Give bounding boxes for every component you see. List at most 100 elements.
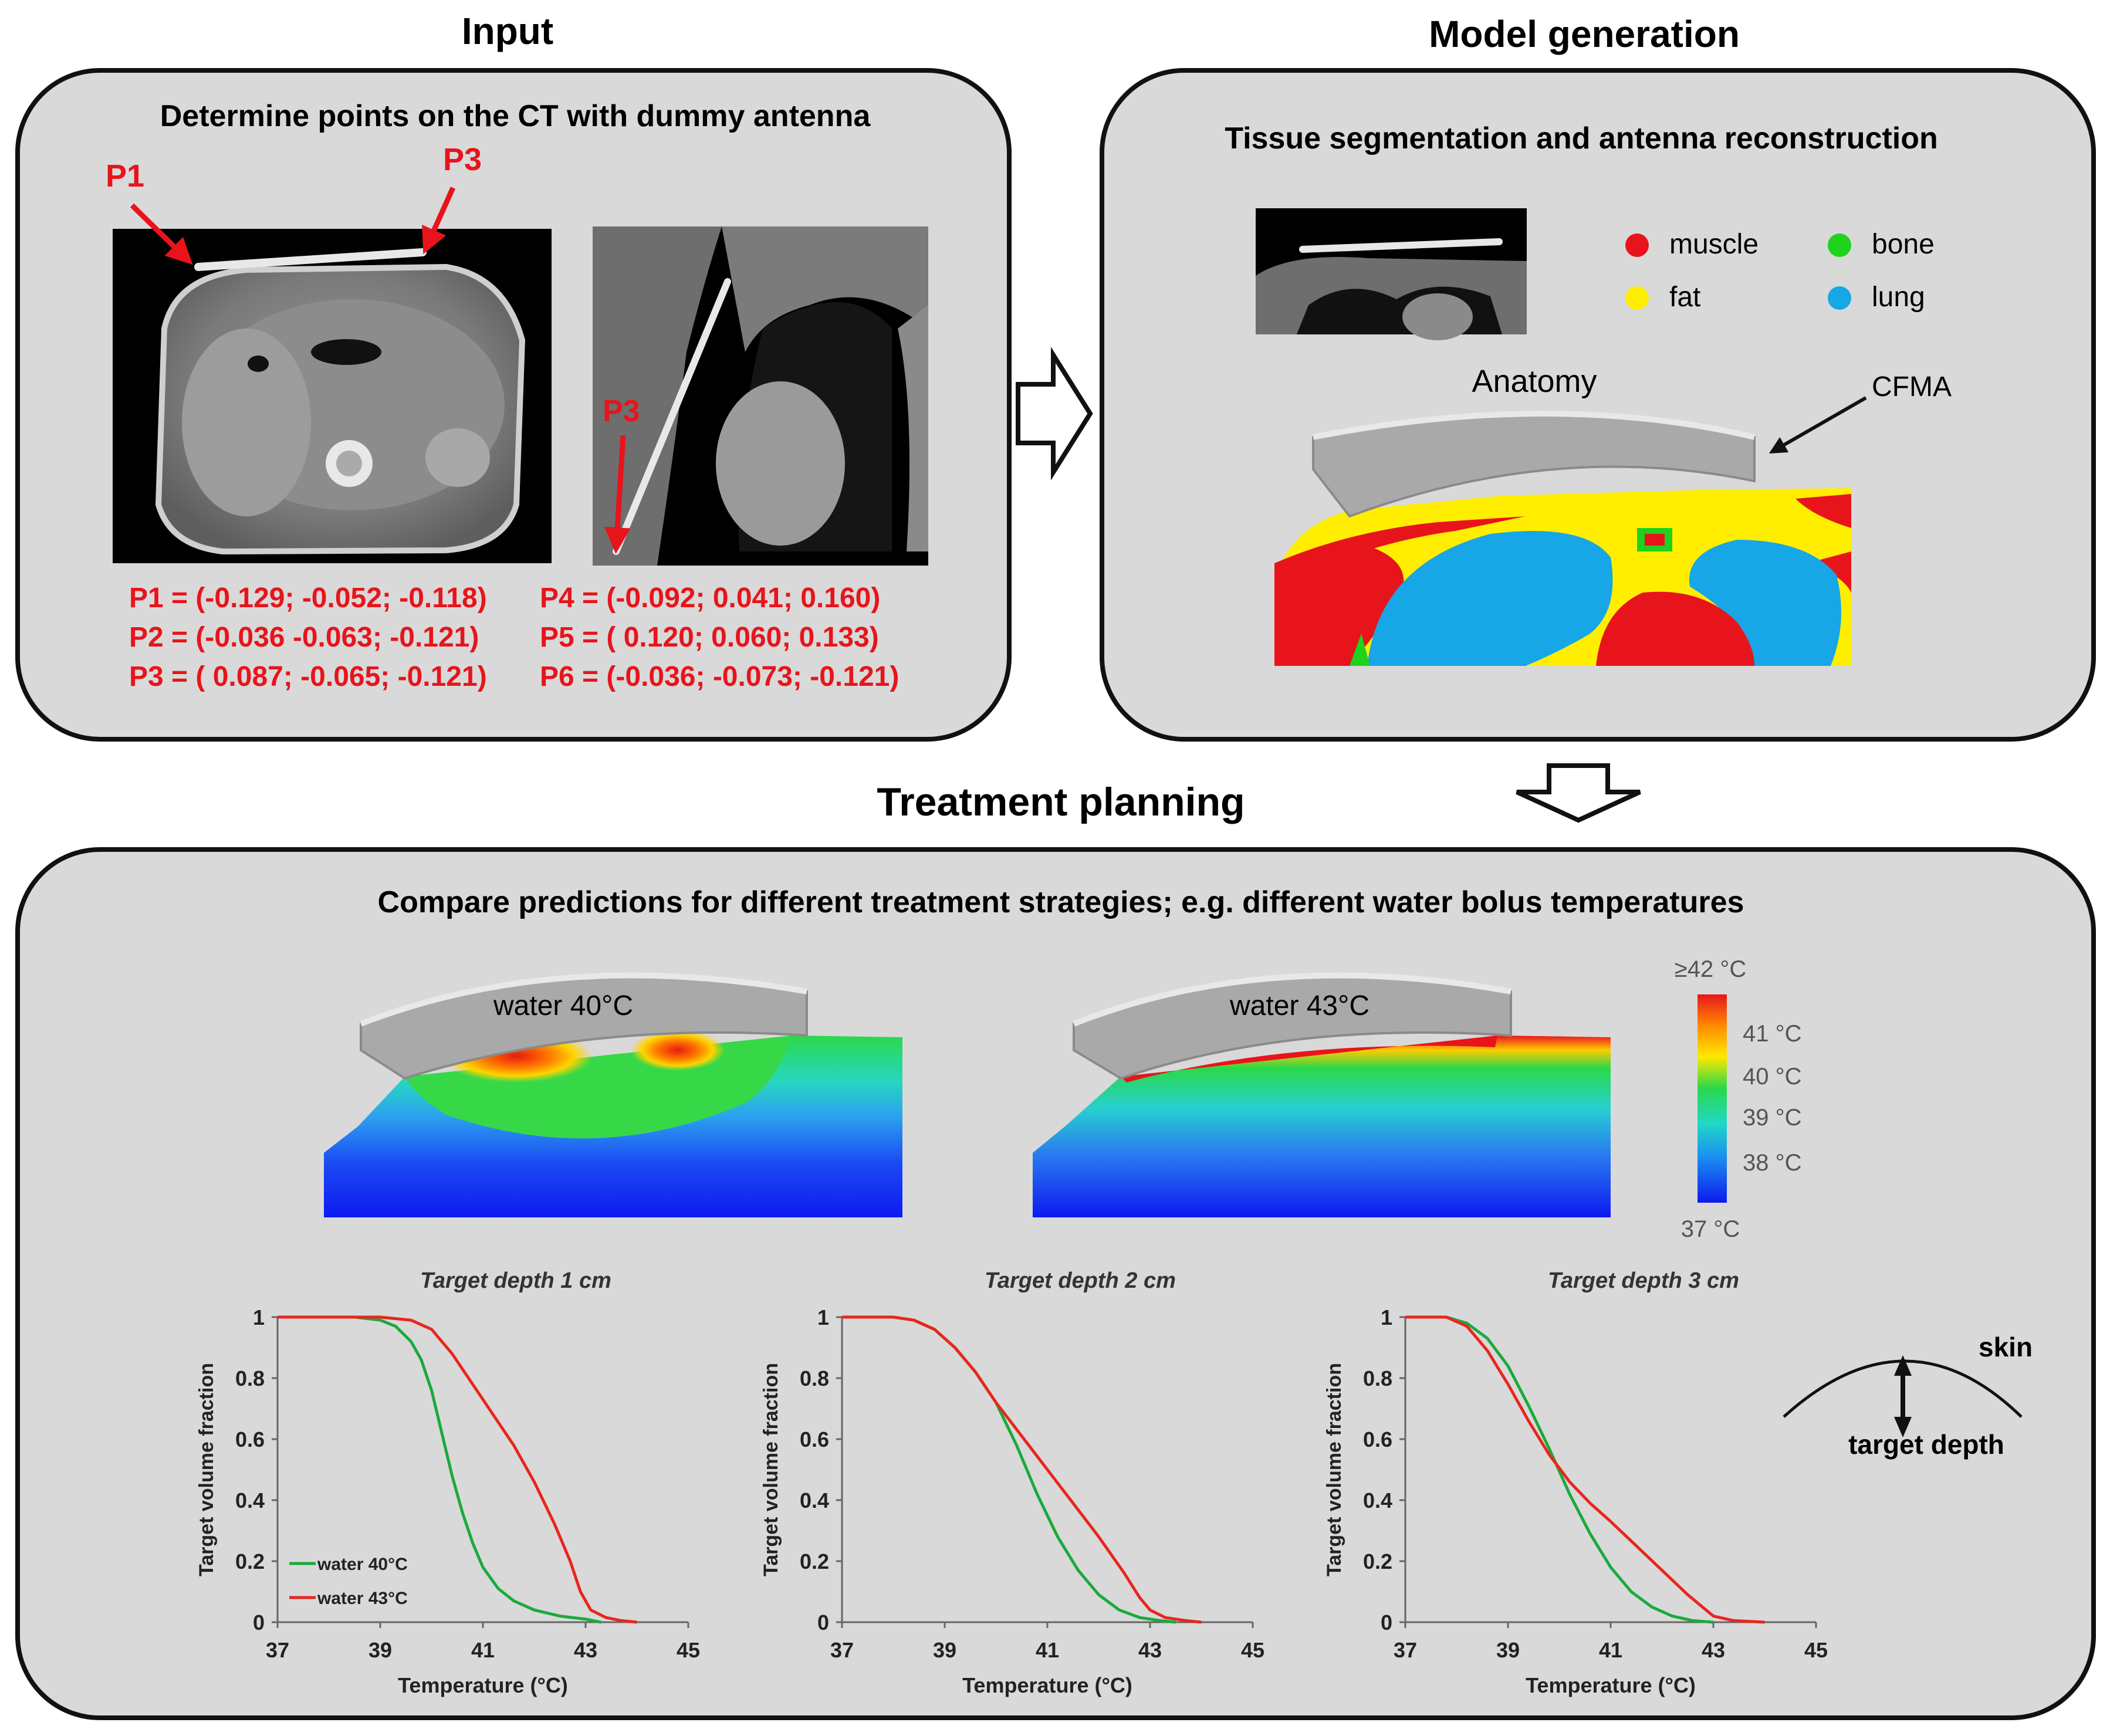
legend-entry: water 40°C xyxy=(317,1555,408,1574)
target-depth-inset xyxy=(1783,1355,2023,1437)
series-line xyxy=(278,1315,637,1624)
series-line xyxy=(842,1315,1202,1624)
point-p4: P4 = (-0.092; 0.041; 0.160) xyxy=(540,583,880,614)
y-tick-label: 0.4 xyxy=(800,1488,829,1512)
series-line xyxy=(1405,1315,1765,1624)
input-subtitle: Determine points on the CT with dummy an… xyxy=(160,99,871,133)
legend-lung-swatch xyxy=(1828,286,1851,310)
x-tick-label: 41 xyxy=(1599,1638,1622,1662)
panel-label-43: water 43°C xyxy=(1229,990,1370,1021)
marker-p1: P1 xyxy=(106,158,144,194)
inset-target-label: target depth xyxy=(1848,1429,2004,1460)
y-tick-label: 0.4 xyxy=(235,1488,265,1512)
x-tick-label: 39 xyxy=(1496,1638,1520,1662)
x-tick-label: 37 xyxy=(266,1638,289,1662)
y-axis-label: Target volume fraction xyxy=(1323,1363,1345,1576)
colorbar-tick-37: 37 °C xyxy=(1681,1216,1740,1242)
heatmap-water-40 xyxy=(324,972,902,1217)
legend-fat-swatch xyxy=(1625,286,1649,310)
x-tick-label: 41 xyxy=(1036,1638,1059,1662)
x-tick-label: 37 xyxy=(1394,1638,1417,1662)
ct-thumbnail xyxy=(1256,208,1527,340)
chart-depth-1cm: Target depth 1 cm 0 0.2 0.4 0.6 0.8 1 37 39 41 43 4… xyxy=(195,1268,700,1697)
anatomy-label: Anatomy xyxy=(1472,364,1597,399)
chart-title: Target depth 1 cm xyxy=(420,1268,611,1293)
heatmap-water-43 xyxy=(1033,972,1611,1217)
y-tick-label: 1 xyxy=(817,1305,829,1329)
y-tick-label: 0.2 xyxy=(1363,1549,1392,1573)
x-tick-label: 45 xyxy=(1241,1638,1264,1662)
y-axis-label: Target volume fraction xyxy=(760,1363,782,1576)
x-tick-label: 43 xyxy=(1138,1638,1162,1662)
y-axis-label: Target volume fraction xyxy=(195,1363,218,1576)
colorbar-tick-39: 39 °C xyxy=(1743,1105,1802,1131)
legend-bone-swatch xyxy=(1828,234,1851,257)
input-heading: Input xyxy=(462,10,553,52)
y-tick-label: 0.8 xyxy=(1363,1366,1392,1390)
point-p6: P6 = (-0.036; -0.073; -0.121) xyxy=(540,661,899,692)
x-tick-label: 39 xyxy=(368,1638,392,1662)
point-p5: P5 = ( 0.120; 0.060; 0.133) xyxy=(540,622,879,653)
treatment-subtitle: Compare predictions for different treatm… xyxy=(378,885,1744,919)
colorbar-tick-40: 40 °C xyxy=(1743,1064,1802,1089)
marker-p3-axial: P3 xyxy=(443,142,482,177)
x-tick-label: 45 xyxy=(1804,1638,1828,1662)
model-subtitle: Tissue segmentation and antenna reconstr… xyxy=(1225,121,1938,155)
flow-arrow-down xyxy=(1516,763,1641,823)
y-tick-label: 0 xyxy=(253,1610,265,1635)
legend-muscle: muscle xyxy=(1669,229,1759,260)
legend-muscle-swatch xyxy=(1625,234,1649,257)
arrow-p3-sagittal xyxy=(604,435,631,554)
series-line xyxy=(1405,1315,1714,1624)
cfma-arrow xyxy=(1769,396,1867,454)
x-axis-label: Temperature (°C) xyxy=(962,1673,1132,1697)
y-tick-label: 0.8 xyxy=(800,1366,829,1390)
y-tick-label: 0.4 xyxy=(1363,1488,1392,1512)
x-tick-label: 41 xyxy=(471,1638,495,1662)
x-tick-label: 39 xyxy=(933,1638,956,1662)
cfma-label: CFMA xyxy=(1872,371,1952,402)
panel-label-40: water 40°C xyxy=(493,990,633,1021)
chart-title: Target depth 3 cm xyxy=(1548,1268,1739,1293)
colorbar-tick-38: 38 °C xyxy=(1743,1150,1802,1176)
y-tick-label: 1 xyxy=(1381,1305,1392,1329)
legend-bone: bone xyxy=(1872,229,1935,260)
point-p3: P3 = ( 0.087; -0.065; -0.121) xyxy=(129,661,487,692)
inset-skin-label: skin xyxy=(1979,1332,2033,1362)
legend-fat: fat xyxy=(1669,282,1700,313)
chart-depth-2cm: Target depth 2 cm 0 0.2 0.4 0.6 0.8 1 37 39 41 43 4… xyxy=(760,1268,1264,1697)
y-tick-label: 0.6 xyxy=(235,1427,265,1451)
y-tick-label: 1 xyxy=(253,1305,265,1329)
arrow-p1 xyxy=(130,203,193,265)
ct-axial-image xyxy=(113,229,552,563)
y-tick-label: 0.8 xyxy=(235,1366,265,1390)
x-axis-label: Temperature (°C) xyxy=(398,1673,568,1697)
point-p1: P1 = (-0.129; -0.052; -0.118) xyxy=(129,583,487,614)
x-tick-label: 43 xyxy=(574,1638,597,1662)
y-tick-label: 0.6 xyxy=(800,1427,829,1451)
segmentation-model xyxy=(1274,411,1851,666)
y-tick-label: 0.2 xyxy=(235,1549,265,1573)
y-tick-label: 0.2 xyxy=(800,1549,829,1573)
arrow-p3-axial xyxy=(422,187,456,255)
colorbar-tick-42: ≥42 °C xyxy=(1675,956,1746,982)
legend-entry: water 43°C xyxy=(317,1589,408,1608)
x-tick-label: 37 xyxy=(830,1638,854,1662)
flow-arrow-right xyxy=(1016,347,1093,480)
series-line xyxy=(278,1315,601,1624)
point-p2: P2 = (-0.036 -0.063; -0.121) xyxy=(129,622,479,653)
x-tick-label: 43 xyxy=(1702,1638,1725,1662)
colorbar-tick-41: 41 °C xyxy=(1743,1021,1802,1047)
marker-p3-sagittal: P3 xyxy=(603,394,640,428)
legend-lung: lung xyxy=(1872,282,1925,313)
ct-sagittal-image xyxy=(593,226,928,566)
treatment-heading: Treatment planning xyxy=(877,780,1245,824)
x-tick-label: 45 xyxy=(677,1638,700,1662)
x-axis-label: Temperature (°C) xyxy=(1526,1673,1696,1697)
model-heading: Model generation xyxy=(1429,13,1740,55)
chart-title: Target depth 2 cm xyxy=(985,1268,1176,1293)
y-tick-label: 0 xyxy=(817,1610,829,1635)
y-tick-label: 0.6 xyxy=(1363,1427,1392,1451)
